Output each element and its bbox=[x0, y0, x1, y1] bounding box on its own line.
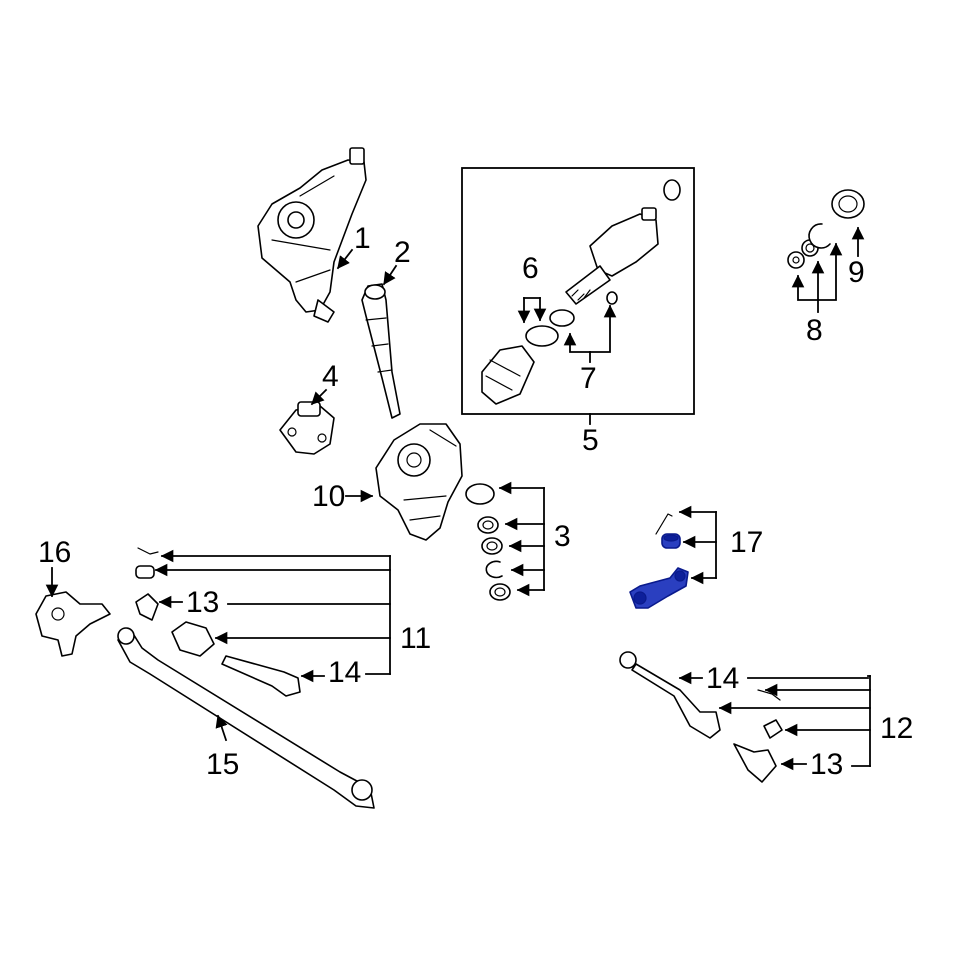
tie-rod-hardware-left[interactable] bbox=[135, 547, 301, 697]
callout-14-left: 14 bbox=[328, 656, 361, 689]
callout-8: 8 bbox=[806, 314, 823, 347]
callout-5: 5 bbox=[582, 424, 599, 457]
callout-7: 7 bbox=[580, 362, 597, 395]
power-steering-valve-assembly[interactable] bbox=[481, 179, 681, 405]
steering-gear-box-upper[interactable] bbox=[257, 147, 367, 323]
inset-box-5 bbox=[461, 167, 695, 415]
input-shaft[interactable] bbox=[361, 283, 401, 419]
pitman-arm-components-17[interactable] bbox=[629, 513, 689, 609]
callout-16: 16 bbox=[38, 536, 71, 569]
callout-13-left: 13 bbox=[186, 586, 219, 619]
callout-10: 10 bbox=[312, 480, 345, 513]
callout-2: 2 bbox=[394, 236, 411, 269]
callout-1: 1 bbox=[354, 222, 371, 255]
seal-rings-group-3[interactable] bbox=[465, 483, 511, 601]
callout-12: 12 bbox=[880, 712, 913, 745]
callout-17: 17 bbox=[730, 526, 763, 559]
callout-3: 3 bbox=[554, 520, 571, 553]
callout-15: 15 bbox=[206, 748, 239, 781]
oil-seal-9[interactable] bbox=[831, 189, 865, 219]
tie-rod-hardware-right[interactable] bbox=[619, 651, 783, 783]
callout-13-right: 13 bbox=[810, 748, 843, 781]
callout-4: 4 bbox=[322, 360, 339, 393]
idler-arm-bracket[interactable] bbox=[35, 591, 111, 657]
valve-housing-cover[interactable] bbox=[279, 401, 335, 455]
callout-9: 9 bbox=[848, 256, 865, 289]
steering-gear-housing[interactable] bbox=[375, 423, 463, 541]
callout-6: 6 bbox=[522, 252, 539, 285]
callout-11: 11 bbox=[400, 622, 431, 655]
center-link[interactable] bbox=[117, 627, 375, 809]
retainer-rings-group-8[interactable] bbox=[787, 223, 831, 269]
callout-14-right: 14 bbox=[706, 662, 739, 695]
